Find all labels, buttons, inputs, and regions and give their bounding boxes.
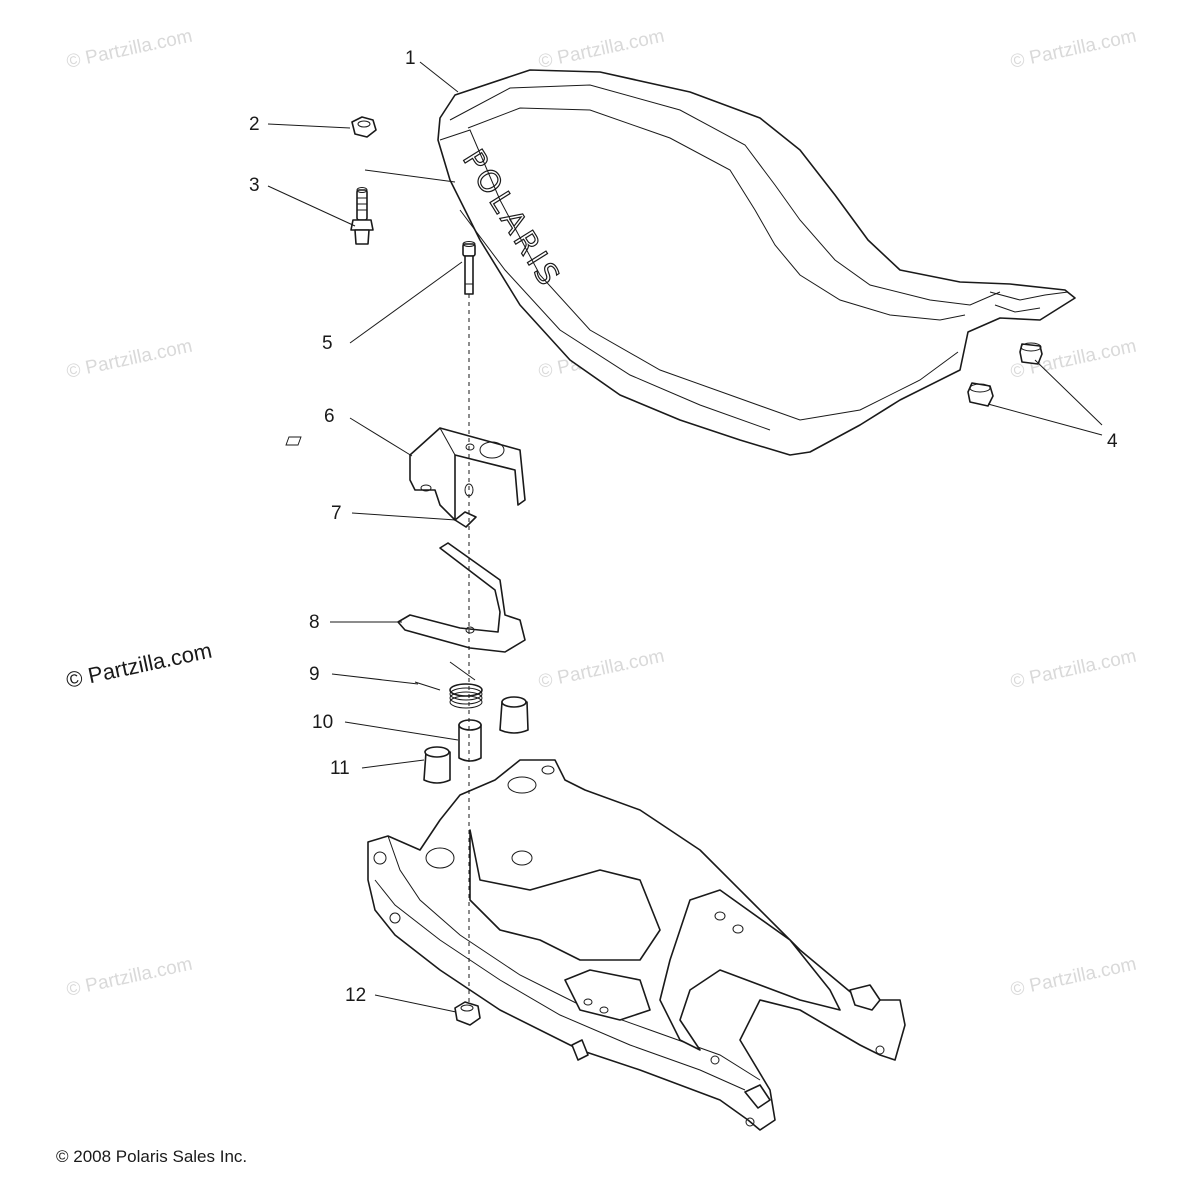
watermark: © Partzilla.com <box>65 954 195 1001</box>
callout-11: 11 <box>330 758 350 779</box>
leader-line <box>349 417 413 457</box>
watermark: © Partzilla.com <box>1009 646 1139 693</box>
watermark: © Partzilla.com <box>65 26 195 73</box>
latch-bracket-part <box>285 427 526 521</box>
frame-grommet-part <box>423 696 529 784</box>
seat-part: POLARIS <box>437 69 1076 456</box>
leader-line <box>1034 359 1103 426</box>
lock-nut-part <box>454 1001 481 1026</box>
spring-part <box>414 661 483 709</box>
grommet-part <box>967 342 1043 407</box>
leader-line <box>267 123 351 129</box>
leader-line <box>331 673 419 685</box>
leader-line <box>361 759 425 769</box>
stud-bolt-part <box>350 187 374 245</box>
callout-7: 7 <box>331 503 342 524</box>
copyright-notice: © 2008 Polaris Sales Inc. <box>56 1147 247 1166</box>
callout-9: 9 <box>309 664 320 685</box>
watermark: © Partzilla.com <box>537 646 667 693</box>
latch-plate-part <box>397 542 526 653</box>
shoulder-bolt-part <box>462 241 476 295</box>
callout-10: 10 <box>312 712 333 733</box>
leader-line <box>344 721 459 741</box>
nut-part <box>351 116 377 138</box>
leader-lines <box>267 61 1103 1013</box>
callout-labels: 1 2 3 4 5 6 7 8 9 10 11 12 <box>249 48 1118 1006</box>
watermark: © Partzilla.com <box>1009 26 1139 73</box>
watermark: © Partzilla.com <box>537 26 667 73</box>
callout-1: 1 <box>405 48 416 69</box>
seat-frame-part <box>367 759 906 1131</box>
callout-4: 4 <box>1107 431 1118 452</box>
callout-2: 2 <box>249 114 260 135</box>
callout-12: 12 <box>345 985 366 1006</box>
leader-line <box>349 261 463 344</box>
watermark: © Partzilla.com <box>65 336 195 383</box>
callout-6: 6 <box>324 406 335 427</box>
callout-8: 8 <box>309 612 320 633</box>
callout-3: 3 <box>249 175 260 196</box>
callout-5: 5 <box>322 333 333 354</box>
leader-line <box>351 512 457 521</box>
leader-line <box>987 403 1103 436</box>
leader-line <box>374 994 457 1013</box>
watermark-prominent: © Partzilla.com <box>64 638 214 693</box>
leader-line <box>419 61 459 93</box>
clip-part <box>454 511 477 528</box>
watermark: © Partzilla.com <box>1009 954 1139 1001</box>
leader-line <box>267 185 356 227</box>
bushing-part <box>458 719 482 762</box>
leader-line <box>364 169 456 183</box>
